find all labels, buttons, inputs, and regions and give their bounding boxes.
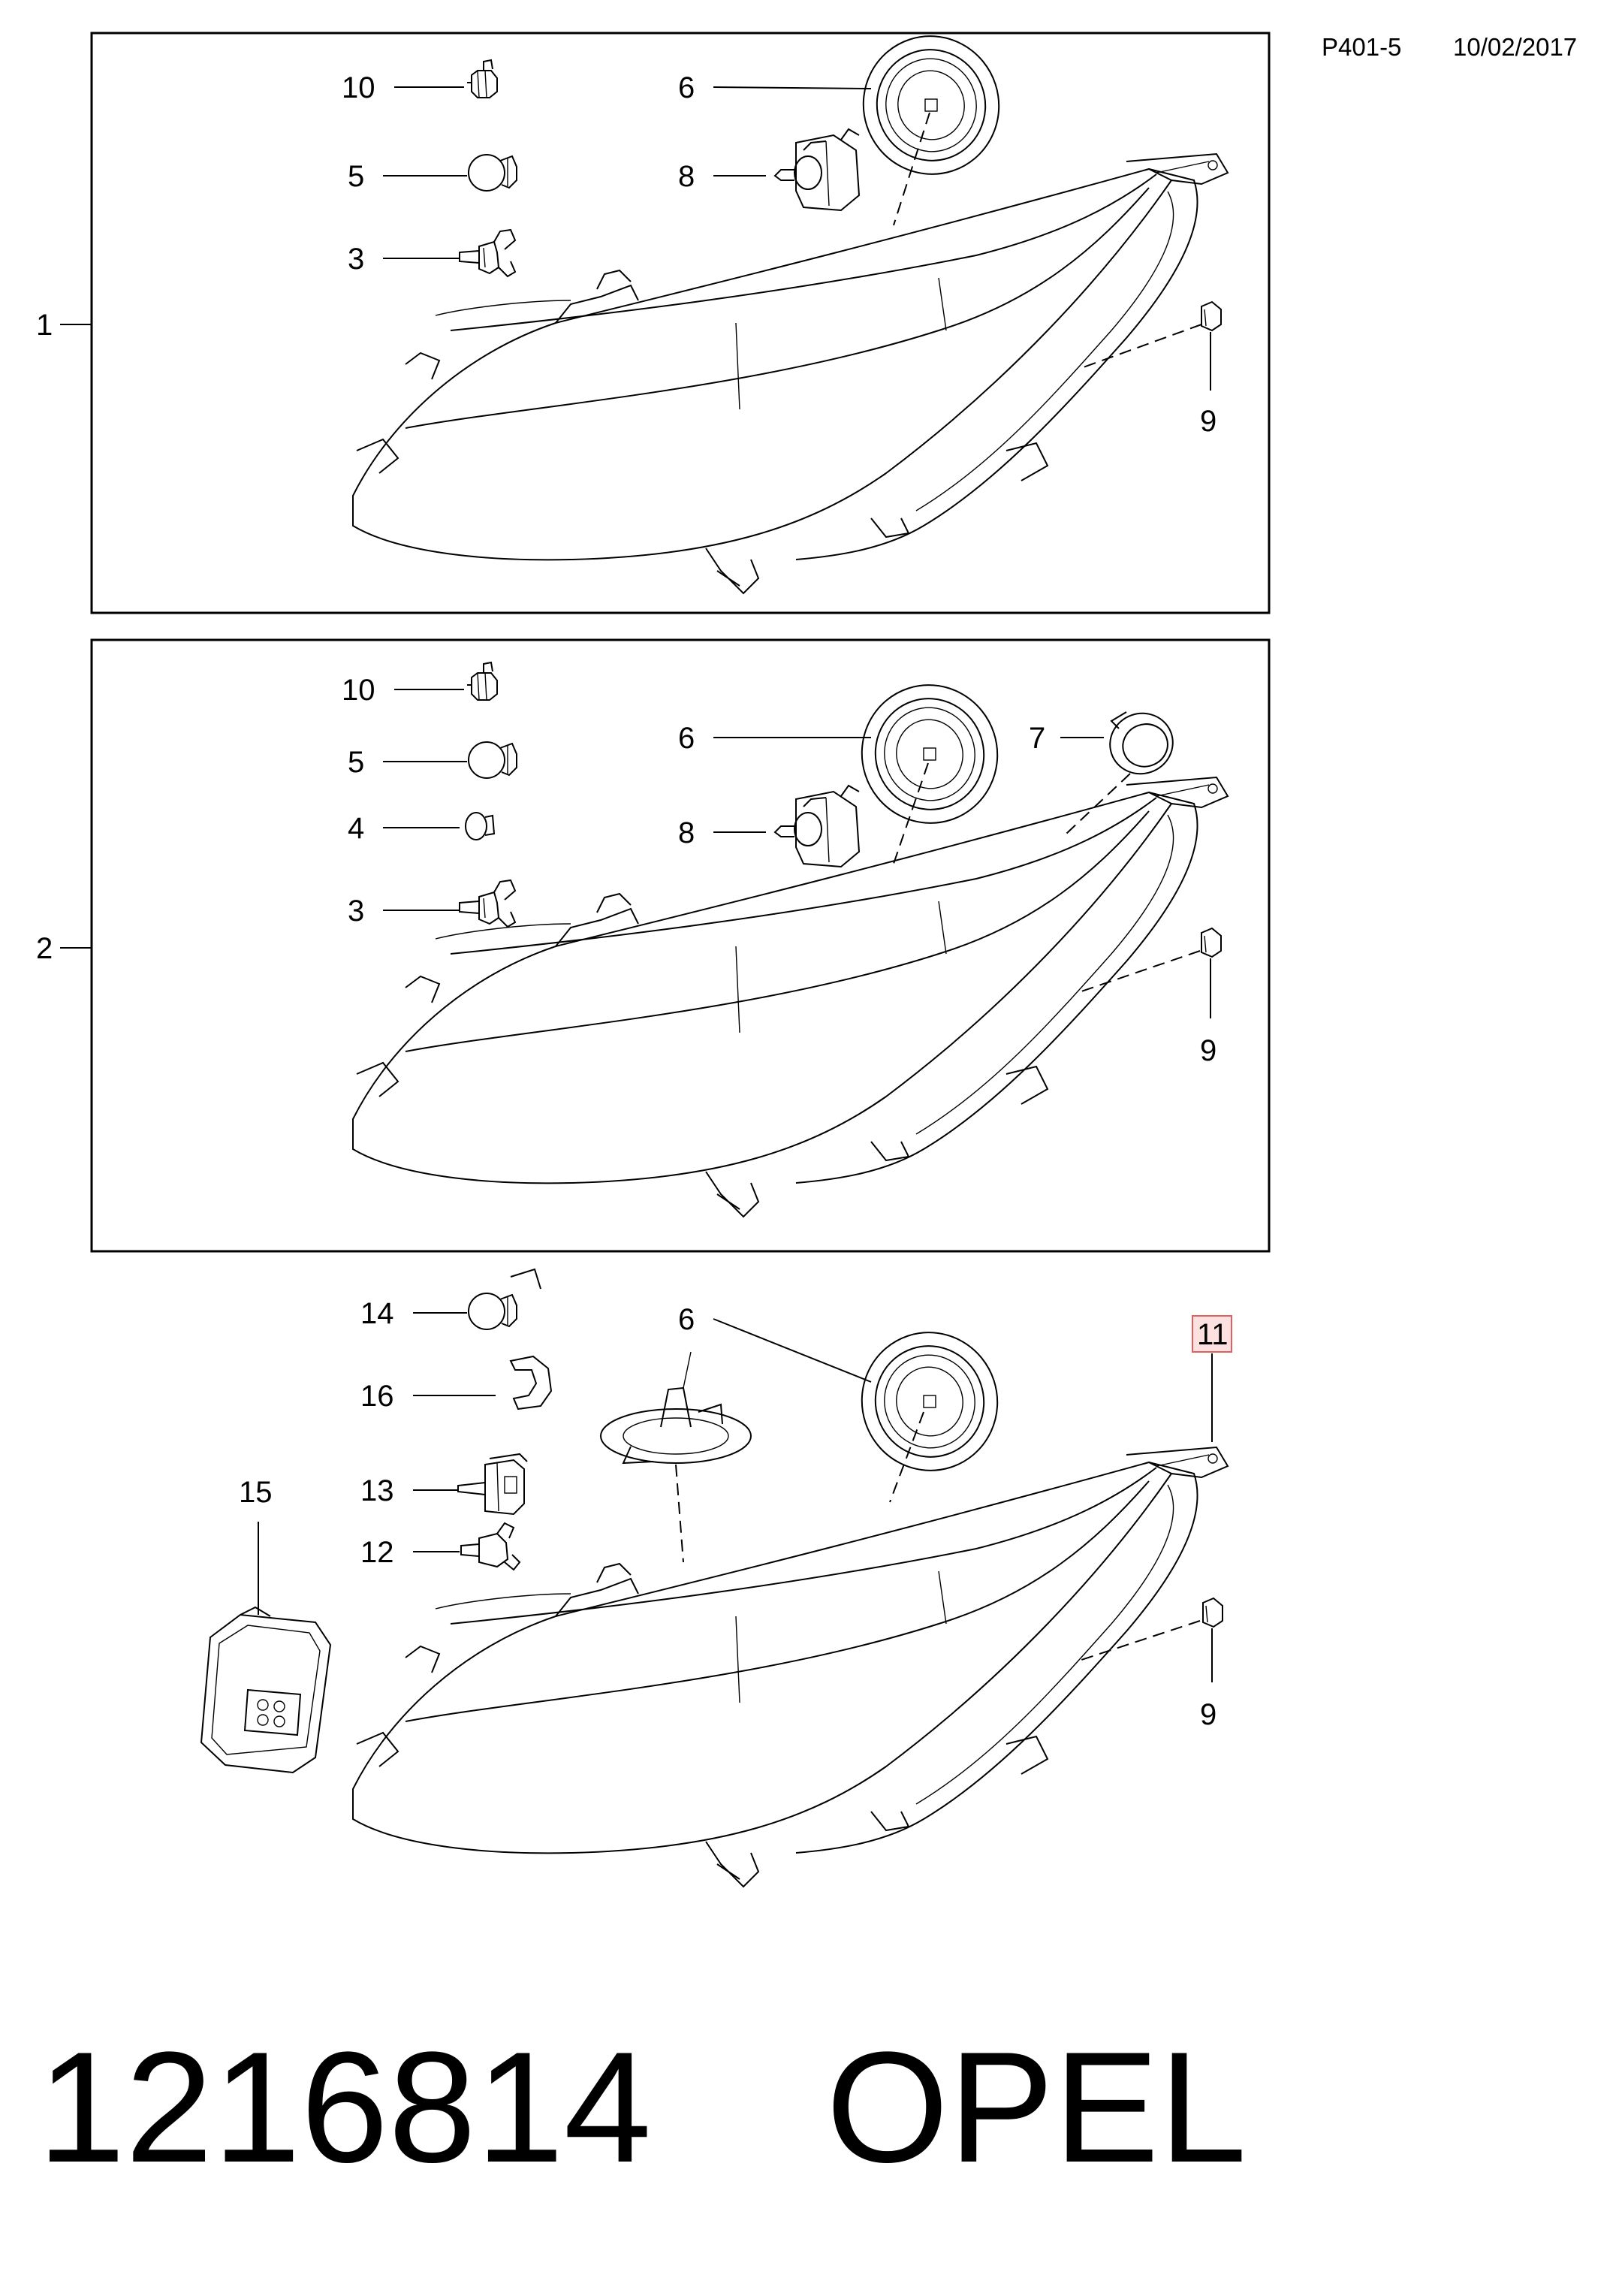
- reflector-cap-icon: [600, 1351, 752, 1465]
- leveling-motor-icon: [774, 785, 860, 867]
- small-bulb-icon: [465, 812, 495, 840]
- h7-bulb-icon: [459, 879, 516, 928]
- xenon-bulb-icon: [457, 1453, 528, 1515]
- brand-name: OPEL: [826, 2019, 1247, 2195]
- callout-9: 9: [1200, 405, 1217, 438]
- callout-12: 12: [360, 1536, 394, 1569]
- bulb-socket-icon: [466, 662, 498, 701]
- panel-2-frame: [90, 638, 1271, 1253]
- page-code: P401-5: [1322, 33, 1401, 61]
- bulb-icon: [468, 1293, 517, 1330]
- callout-13: 13: [360, 1474, 394, 1507]
- callout-9: 9: [1200, 1034, 1217, 1067]
- callout-5: 5: [348, 746, 364, 779]
- date: 10/02/2017: [1453, 33, 1577, 61]
- panel-3: 14 16 15 13 12: [200, 1268, 1232, 1887]
- leveling-motor-icon: [774, 128, 860, 211]
- callout-7: 7: [1029, 722, 1045, 755]
- panel-1: 1 10 5 3 6 8 9: [36, 17, 1271, 614]
- callout-3: 3: [348, 243, 364, 276]
- callout-5: 5: [348, 160, 364, 193]
- panel-2: 2 10 5 4 3 6 8 7 9: [36, 638, 1271, 1253]
- headlamp-housing: [352, 777, 1229, 1217]
- callout-6: 6: [678, 1303, 695, 1336]
- adapter-ring-icon: [510, 1356, 552, 1410]
- ballast-module-icon: [200, 1606, 332, 1774]
- callout-16: 16: [360, 1380, 394, 1413]
- bulb-icon: [468, 154, 517, 192]
- callout-6: 6: [678, 722, 695, 755]
- headlamp-housing: [352, 153, 1229, 594]
- callout-14: 14: [360, 1297, 394, 1330]
- callout-6: 6: [678, 71, 695, 104]
- callout-11: 11: [1197, 1318, 1229, 1351]
- part-number: 1216814: [38, 2019, 652, 2195]
- bulb-icon: [468, 741, 517, 779]
- callout-9: 9: [1200, 1698, 1217, 1731]
- clip-icon: [1201, 301, 1222, 331]
- cap-icon: [1100, 704, 1183, 783]
- callout-10: 10: [342, 674, 375, 707]
- panel-number: 1: [36, 309, 53, 342]
- callout-4: 4: [348, 812, 364, 845]
- headlamp-housing: [352, 1447, 1229, 1887]
- callout-15: 15: [239, 1476, 273, 1509]
- callout-3: 3: [348, 895, 364, 928]
- h7-bulb-icon: [459, 229, 516, 277]
- dust-cover-icon: [843, 666, 1017, 842]
- callout-8: 8: [678, 160, 695, 193]
- dust-cover-icon: [843, 1314, 1017, 1489]
- callout-8: 8: [678, 816, 695, 849]
- h7-bulb-icon: [460, 1522, 520, 1570]
- panel-1-frame: [90, 32, 1271, 614]
- bulb-socket-icon: [466, 59, 498, 98]
- callout-10: 10: [342, 71, 375, 104]
- dust-cover-icon: [844, 17, 1018, 193]
- panel-number: 2: [36, 932, 53, 965]
- clip-icon: [1202, 1598, 1223, 1628]
- callout-11-highlight: [1192, 1315, 1232, 1353]
- clip-icon: [1201, 928, 1222, 958]
